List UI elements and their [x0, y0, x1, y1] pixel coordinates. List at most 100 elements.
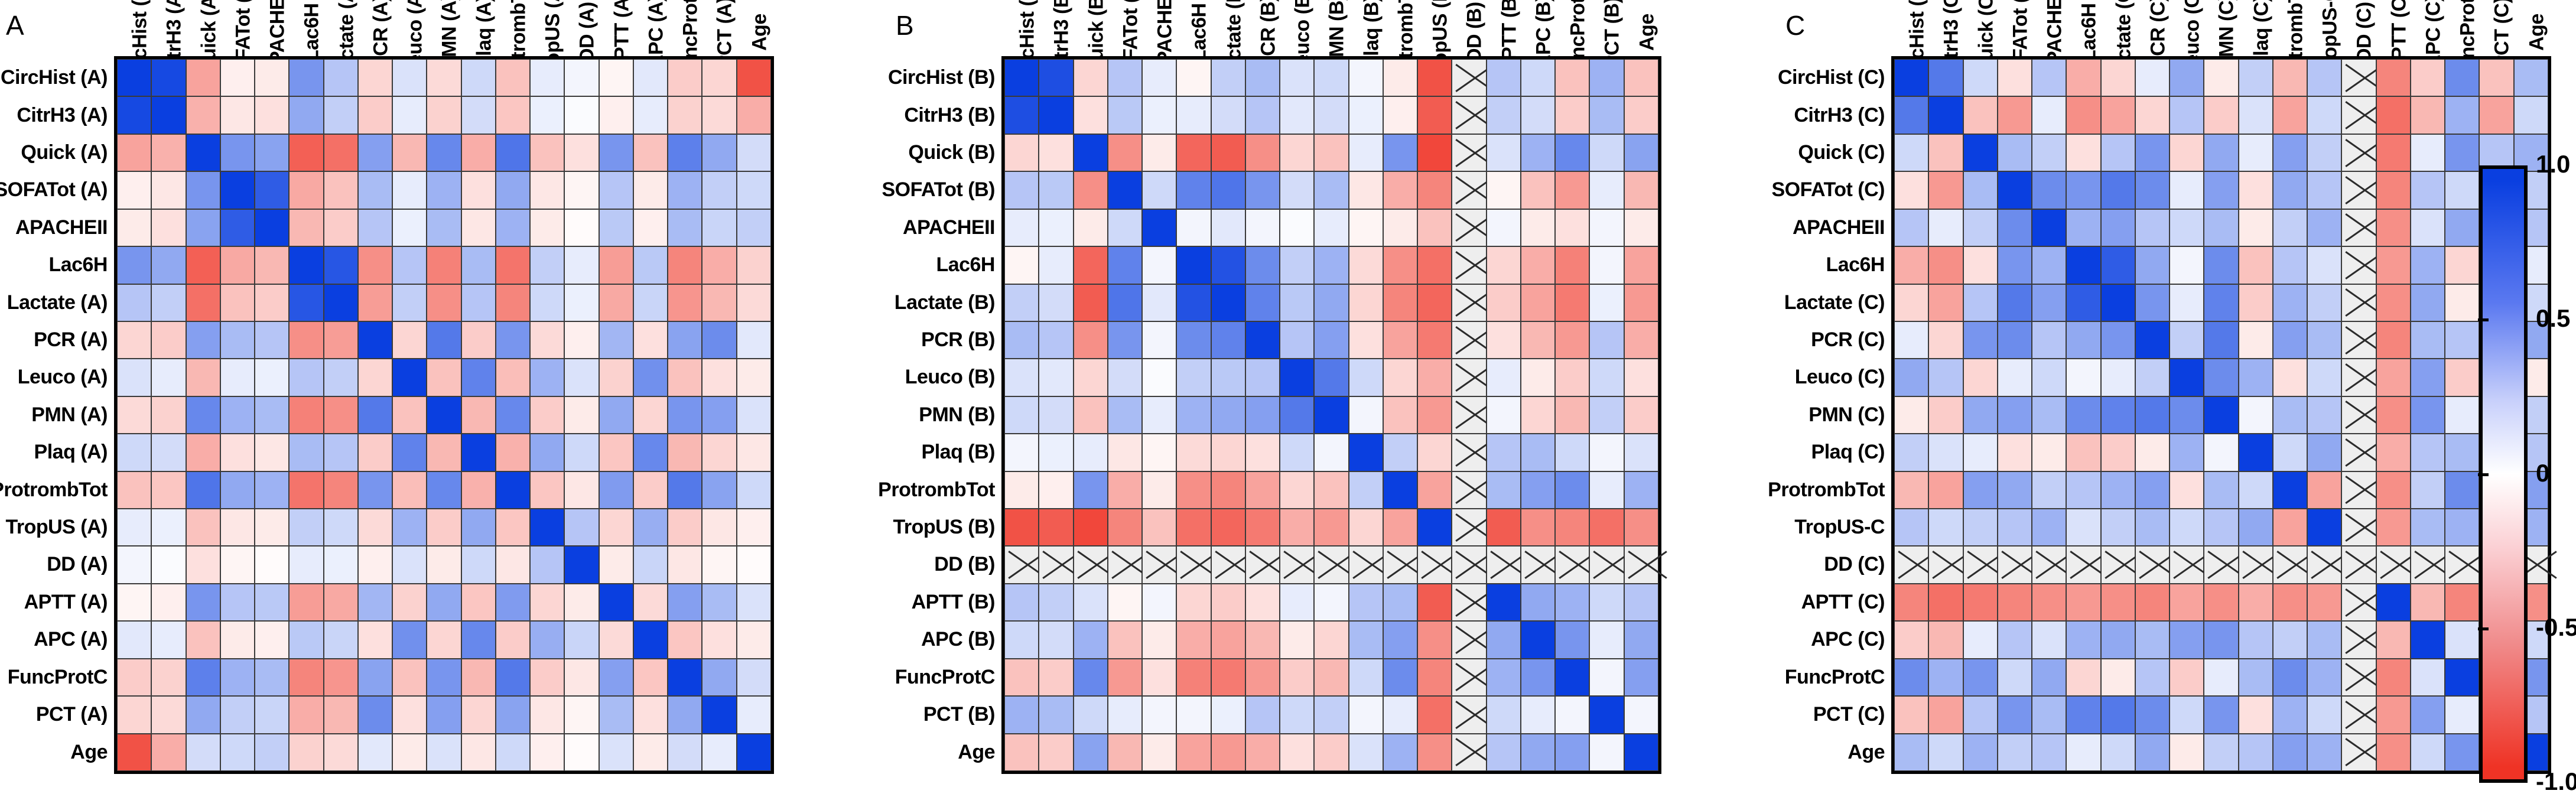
heatmap-cell[interactable] [495, 134, 531, 172]
heatmap-cell[interactable] [2410, 96, 2445, 134]
heatmap-cell[interactable] [1997, 471, 2032, 509]
heatmap-cell[interactable] [427, 434, 461, 471]
heatmap-cell[interactable] [599, 209, 633, 247]
heatmap-cell[interactable] [392, 284, 427, 321]
heatmap-cell[interactable] [2066, 359, 2101, 396]
heatmap-cell[interactable] [2238, 696, 2273, 734]
heatmap-cell[interactable] [289, 621, 324, 659]
heatmap-cell[interactable] [220, 171, 255, 209]
heatmap-cell[interactable] [530, 59, 565, 97]
heatmap-cell[interactable] [530, 509, 565, 546]
heatmap-cell[interactable] [1894, 658, 1929, 697]
heatmap-cell[interactable] [1928, 209, 1963, 247]
heatmap-cell[interactable] [1963, 583, 1998, 622]
heatmap-cell[interactable] [668, 658, 702, 697]
heatmap-cell[interactable] [2066, 134, 2101, 172]
heatmap-cell[interactable] [151, 209, 186, 247]
heatmap-cell[interactable] [2410, 621, 2445, 659]
heatmap-cell[interactable] [117, 546, 152, 584]
heatmap-cell[interactable] [736, 171, 771, 209]
heatmap-cell[interactable] [1928, 434, 1963, 471]
heatmap-cell[interactable] [186, 134, 220, 172]
heatmap-cell[interactable] [2445, 321, 2480, 359]
heatmap-cell[interactable] [2204, 209, 2239, 247]
heatmap-cell[interactable] [2066, 396, 2101, 434]
heatmap-cell[interactable] [2135, 509, 2170, 546]
heatmap-cell[interactable] [633, 396, 668, 434]
heatmap-cell[interactable] [151, 96, 186, 134]
heatmap-cell[interactable] [2272, 321, 2308, 359]
heatmap-cell[interactable] [2307, 246, 2342, 284]
heatmap-cell[interactable] [633, 284, 668, 321]
heatmap-cell[interactable] [220, 509, 255, 546]
heatmap-cell[interactable] [495, 59, 531, 97]
heatmap-cell-na[interactable] [2341, 96, 2376, 134]
heatmap-cell-na[interactable] [2341, 546, 2376, 584]
heatmap-cell[interactable] [427, 96, 461, 134]
heatmap-cell[interactable] [1928, 658, 1963, 697]
heatmap-cell[interactable] [2307, 434, 2342, 471]
heatmap-cell[interactable] [530, 471, 565, 509]
heatmap-cell[interactable] [151, 621, 186, 659]
heatmap-cell[interactable] [323, 396, 358, 434]
heatmap-cell[interactable] [668, 621, 702, 659]
heatmap-cell[interactable] [2204, 284, 2239, 321]
heatmap-cell[interactable] [220, 134, 255, 172]
heatmap-cell[interactable] [2204, 59, 2239, 97]
heatmap-cell[interactable] [1997, 696, 2032, 734]
heatmap-cell[interactable] [2032, 696, 2067, 734]
heatmap-cell[interactable] [220, 59, 255, 97]
heatmap-cell[interactable] [495, 396, 531, 434]
heatmap-cell[interactable] [495, 434, 531, 471]
heatmap-cell[interactable] [2513, 59, 2548, 97]
heatmap-cell[interactable] [2170, 471, 2204, 509]
heatmap-cell[interactable] [2410, 658, 2445, 697]
heatmap-cell[interactable] [2204, 321, 2239, 359]
heatmap-cell[interactable] [117, 96, 152, 134]
heatmap-cell[interactable] [117, 434, 152, 471]
heatmap-cell[interactable] [2376, 321, 2411, 359]
heatmap-cell[interactable] [2376, 359, 2411, 396]
heatmap-cell[interactable] [1928, 733, 1963, 771]
heatmap-cell[interactable] [289, 658, 324, 697]
heatmap-cell[interactable] [599, 321, 633, 359]
heatmap-cell[interactable] [2032, 396, 2067, 434]
heatmap-cell-na[interactable] [2341, 696, 2376, 734]
heatmap-cell[interactable] [392, 321, 427, 359]
heatmap-cell[interactable] [186, 434, 220, 471]
heatmap-cell[interactable] [2032, 134, 2067, 172]
heatmap-cell[interactable] [599, 471, 633, 509]
heatmap-cell[interactable] [530, 284, 565, 321]
heatmap-cell[interactable] [323, 471, 358, 509]
heatmap-cell[interactable] [2445, 59, 2480, 97]
heatmap-cell[interactable] [564, 434, 599, 471]
heatmap-cell[interactable] [633, 321, 668, 359]
heatmap-cell-na[interactable] [2341, 359, 2376, 396]
heatmap-cell[interactable] [2445, 621, 2480, 659]
heatmap-cell[interactable] [2272, 396, 2308, 434]
heatmap-cell[interactable] [461, 171, 496, 209]
heatmap-cell[interactable] [1997, 321, 2032, 359]
heatmap-cell[interactable] [2100, 284, 2135, 321]
heatmap-cell[interactable] [1963, 246, 1998, 284]
heatmap-cell[interactable] [2410, 284, 2445, 321]
heatmap-cell[interactable] [357, 658, 393, 697]
heatmap-cell[interactable] [1997, 733, 2032, 771]
heatmap-cell[interactable] [2100, 621, 2135, 659]
heatmap-cell[interactable] [2032, 171, 2067, 209]
heatmap-cell[interactable] [2170, 396, 2204, 434]
heatmap-cell[interactable] [2307, 696, 2342, 734]
heatmap-cell[interactable] [2100, 246, 2135, 284]
heatmap-cell[interactable] [633, 359, 668, 396]
heatmap-cell[interactable] [2445, 134, 2480, 172]
heatmap-cell[interactable] [255, 59, 290, 97]
heatmap-cell[interactable] [392, 171, 427, 209]
heatmap-cell[interactable] [2066, 471, 2101, 509]
heatmap-cell[interactable] [255, 396, 290, 434]
heatmap-cell[interactable] [495, 621, 531, 659]
heatmap-cell[interactable] [2272, 246, 2308, 284]
heatmap-cell[interactable] [2066, 509, 2101, 546]
heatmap-grid-c[interactable] [1891, 56, 2551, 774]
heatmap-cell[interactable] [289, 134, 324, 172]
heatmap-cell-na[interactable] [2238, 546, 2273, 584]
